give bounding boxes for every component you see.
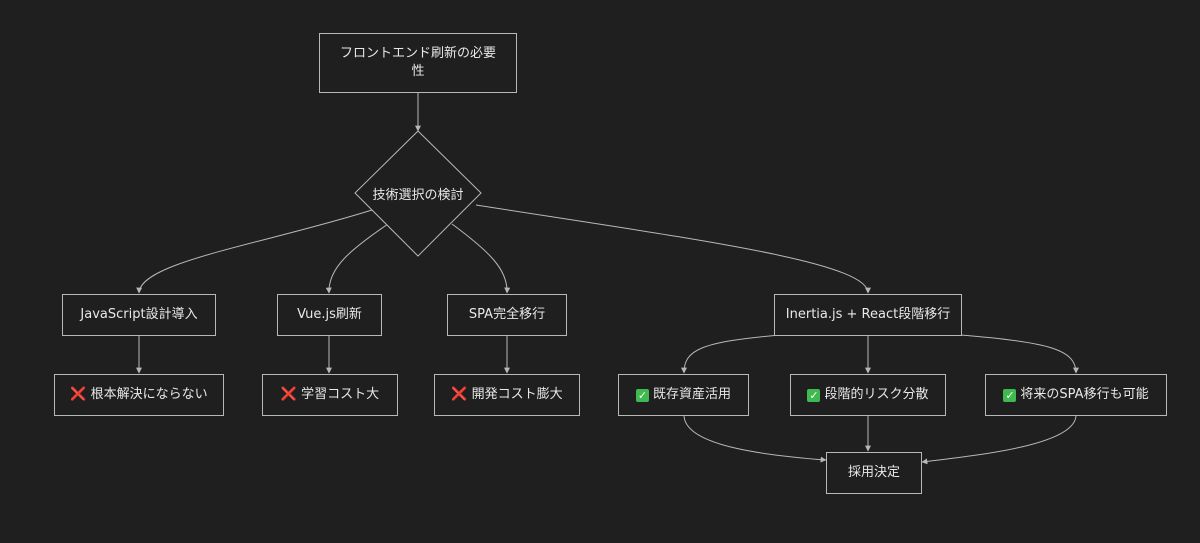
benefit-stepwise-label: 段階的リスク分散 bbox=[824, 387, 929, 402]
option-vue: Vue.js刷新 bbox=[277, 294, 382, 336]
cross-icon: ❌ bbox=[451, 387, 468, 402]
option-spa: SPA完全移行 bbox=[447, 294, 567, 336]
result-javascript-label: 根本解決にならない bbox=[90, 387, 208, 402]
edge-inertia-existing bbox=[681, 334, 781, 374]
edge-future-adopt bbox=[921, 414, 1077, 465]
benefit-stepwise-risk: ✓ 段階的リスク分散 bbox=[790, 374, 946, 416]
result-spa-label: 開発コスト膨大 bbox=[471, 387, 563, 402]
benefit-future-label: 将来のSPA移行も可能 bbox=[1020, 387, 1149, 402]
cross-icon: ❌ bbox=[280, 387, 298, 402]
result-javascript: ❌ 根本解決にならない bbox=[54, 374, 224, 416]
adoption-decision: 採用決定 bbox=[826, 452, 922, 494]
option-inertia-react: Inertia.js + React段階移行 bbox=[774, 294, 962, 336]
start-node: フロントエンド刷新の必要性 bbox=[319, 33, 517, 93]
edge-inertia-future bbox=[959, 334, 1079, 374]
edge-decision-spa bbox=[451, 223, 511, 294]
result-vue-label: 学習コスト大 bbox=[301, 387, 380, 402]
decision-diamond bbox=[354, 130, 482, 257]
edge-existing-adopt bbox=[683, 414, 827, 463]
check-icon: ✓ bbox=[1003, 388, 1017, 402]
decision-label: 技術選択の検討 bbox=[372, 188, 464, 203]
option-javascript: JavaScript設計導入 bbox=[62, 294, 216, 336]
cross-icon: ❌ bbox=[70, 387, 87, 402]
edge-decision-inertia bbox=[475, 204, 871, 294]
benefit-existing-assets: ✓ 既存資産活用 bbox=[618, 374, 749, 416]
edge-decision-js bbox=[136, 209, 373, 294]
edge-decision-vue bbox=[325, 223, 389, 294]
benefit-existing-label: 既存資産活用 bbox=[652, 387, 731, 402]
result-vue: ❌ 学習コスト大 bbox=[262, 374, 398, 416]
check-icon: ✓ bbox=[635, 388, 649, 402]
result-spa: ❌ 開発コスト膨大 bbox=[434, 374, 580, 416]
benefit-future-spa: ✓ 将来のSPA移行も可能 bbox=[985, 374, 1167, 416]
check-icon: ✓ bbox=[807, 388, 821, 402]
